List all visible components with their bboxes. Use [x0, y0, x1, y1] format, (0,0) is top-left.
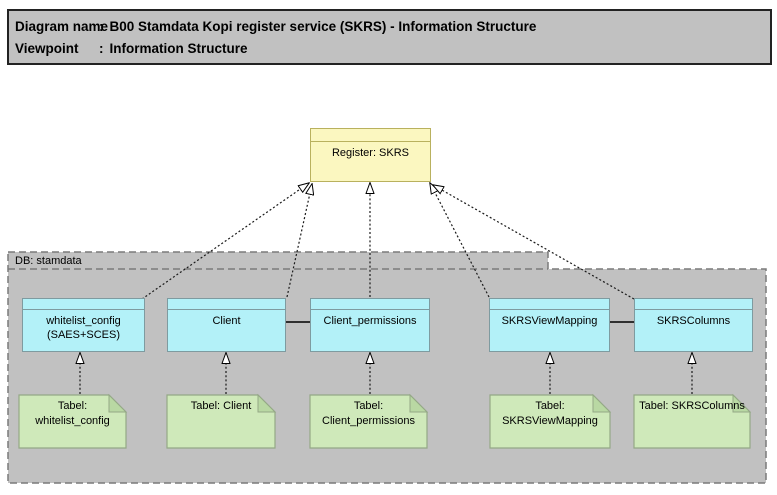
- note-shapes: [18, 393, 752, 449]
- entity-header-compartment: [635, 299, 752, 310]
- header-separator: :: [99, 41, 104, 56]
- note-fold-corner-icon: [409, 393, 429, 413]
- diagram-name-value: B00 Stamdata Kopi register service (SKRS…: [109, 19, 537, 34]
- entity-header-compartment: [311, 299, 429, 310]
- note-tabel-skrscolumns[interactable]: [633, 393, 752, 449]
- note-label: Tabel: SKRSColumns: [634, 399, 750, 414]
- note-label-line: Tabel:: [57, 400, 88, 412]
- note-fold-corner-icon: [592, 393, 612, 413]
- viewpoint-value: Information Structure: [109, 41, 248, 56]
- entity-header-compartment: [168, 299, 285, 310]
- entity-label: SKRSColumns: [635, 310, 752, 328]
- note-label-line: SKRSViewMapping: [502, 415, 598, 427]
- entity-header-compartment: [490, 299, 609, 310]
- note-body[interactable]: [309, 394, 428, 449]
- realization-skrsviewmapping-to-register: [430, 183, 490, 298]
- entity-label: Client: [168, 310, 285, 328]
- header-row-diagram-name: Diagram name: B00 Stamdata Kopi register …: [15, 16, 770, 38]
- note-fold-corner-icon: [257, 393, 277, 413]
- note-tabel-skrsviewmapping[interactable]: [489, 393, 612, 449]
- note-label-line: Client_permissions: [322, 415, 415, 427]
- diagram-header: Diagram name: B00 Stamdata Kopi register …: [7, 9, 772, 65]
- note-fold-corner-icon: [732, 393, 752, 413]
- entity-label-line: SKRSColumns: [656, 315, 731, 327]
- note-label-line: whitelist_config: [35, 415, 110, 427]
- entity-label: whitelist_config (SAES+SCES): [23, 310, 144, 342]
- entity-skrscolumns[interactable]: SKRSColumns: [634, 298, 753, 352]
- entity-client[interactable]: Client: [167, 298, 286, 352]
- note-fold-corner-icon: [108, 393, 128, 413]
- register-label: Register: SKRS: [331, 147, 410, 159]
- header-row-viewpoint: Viewpoint: Information Structure: [15, 38, 770, 60]
- entity-label-line: SKRSViewMapping: [501, 315, 598, 327]
- entity-label: Client_permissions: [311, 310, 429, 328]
- register-skrs-node[interactable]: Register: SKRS: [310, 128, 431, 182]
- entity-client-permissions[interactable]: Client_permissions: [310, 298, 430, 352]
- note-tabel-whitelist-config[interactable]: [18, 393, 128, 449]
- note-label: Tabel: Client_permissions: [310, 399, 427, 429]
- note-label-line: Tabel: SKRSColumns: [639, 400, 745, 412]
- note-label-line: Tabel: Client: [190, 400, 252, 412]
- realization-whitelist-config-to-register: [141, 183, 309, 300]
- realization-connectors: [141, 183, 635, 300]
- note-label-line: Tabel:: [353, 400, 384, 412]
- note-body[interactable]: [633, 394, 751, 449]
- entity-label-line: whitelist_config: [46, 315, 121, 327]
- db-container-label: DB: stamdata: [15, 255, 82, 267]
- note-body[interactable]: [18, 394, 127, 449]
- note-label: Tabel: Client: [167, 399, 275, 414]
- note-label: Tabel: whitelist_config: [19, 399, 126, 429]
- entity-label-line: (SAES+SCES): [46, 329, 121, 341]
- entity-label-line: Client: [212, 315, 241, 327]
- note-label-line: Tabel:: [535, 400, 565, 412]
- realization-skrscolumns-to-register: [433, 185, 635, 300]
- note-tabel-client[interactable]: [166, 393, 277, 449]
- entity-whitelist-config[interactable]: whitelist_config (SAES+SCES): [22, 298, 145, 352]
- note-connectors: [80, 353, 692, 394]
- entity-label-line: Client_permissions: [323, 315, 417, 327]
- entity-label: SKRSViewMapping: [490, 310, 609, 328]
- entity-header-compartment: [23, 299, 144, 310]
- header-label: Viewpoint: [15, 41, 79, 56]
- header-separator: :: [99, 19, 104, 34]
- header-label: Diagram name: [15, 19, 109, 34]
- register-header-compartment: [311, 129, 430, 142]
- note-tabel-client-permissions[interactable]: [309, 393, 429, 449]
- note-label: Tabel: SKRSViewMapping: [490, 399, 610, 429]
- entity-skrsviewmapping[interactable]: SKRSViewMapping: [489, 298, 610, 352]
- note-body[interactable]: [166, 394, 276, 449]
- note-body[interactable]: [489, 394, 611, 449]
